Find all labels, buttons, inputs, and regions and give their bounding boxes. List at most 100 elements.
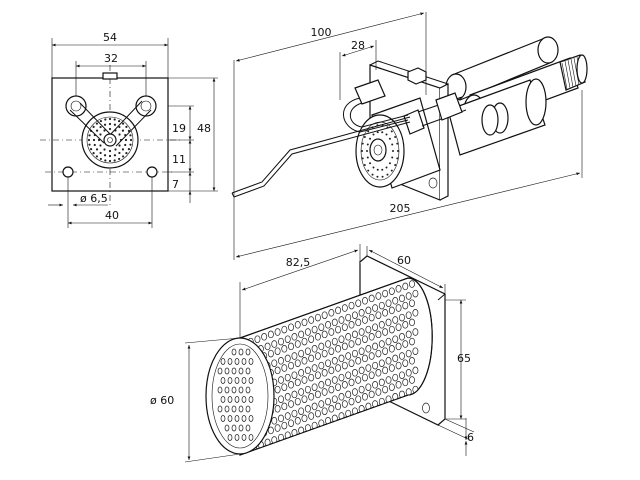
perforation-dot [278,337,284,346]
perforation-dot [224,424,230,432]
dim-flange-height-label: 65 [457,352,471,365]
perforation-dot [369,137,372,140]
perforation-dot [412,328,419,336]
perforation-dot [402,301,409,310]
perforation-dot [118,157,121,161]
perforation-dot [99,119,102,123]
perforation-dot [298,369,305,377]
perforation-dot [231,405,237,413]
dim-upper-label: 19 [172,122,186,135]
perforation-dot [231,348,237,356]
perforation-dot [227,377,233,384]
tube-inner-perforations [217,348,254,441]
perforation-dot [227,434,233,441]
perforation-dot [274,366,281,375]
perforation-dot [369,162,372,165]
perforation-dot [294,417,301,425]
perforation-dot [351,349,358,358]
perforation-dot [301,395,308,403]
perforation-dot [388,287,395,295]
perforation-dot [301,414,308,423]
perforation-dot [345,333,352,341]
perforation-dot [104,159,107,162]
perforation-dot [378,321,385,329]
perforation-dot [395,361,402,370]
perforation-dot [281,421,288,430]
perforation-dot [271,340,278,348]
perforation-dot [245,367,251,375]
top-nut [407,67,427,85]
perforation-dot [308,354,315,363]
perforation-dot [308,373,315,382]
perforation-dot [304,328,311,336]
perforation-dot [348,321,355,329]
perforation-dot [335,383,342,391]
perforation-dot [92,125,95,129]
perforation-dot [314,409,321,418]
perforation-dot [409,280,415,288]
perforation-dot [108,159,112,163]
perforation-dot [358,328,365,336]
perforation-dot [294,378,301,387]
perforation-dot [278,414,284,423]
perforation-dot [331,376,338,384]
perforation-dot [217,367,223,375]
perforation-dot [399,371,405,379]
perforation-dot [345,313,352,322]
perforation-dot [381,131,384,134]
perforation-dot [291,352,298,360]
perforation-dot [367,169,370,172]
perforation-dot [382,385,389,394]
perforation-dot [392,335,399,343]
perforation-dot [375,292,382,300]
right-tube [107,100,152,147]
perforation-dot [365,345,372,353]
perforation-dot [278,357,284,365]
perforation-dot [103,154,107,157]
perforation-dot [321,330,328,339]
perforation-dot [129,138,133,142]
perforation-dot [341,304,348,312]
perforation-dot [294,359,301,367]
perforation-dot [278,395,284,403]
perforation-dot [378,340,385,348]
perforation-dot [338,373,345,382]
dim-28-label: 28 [351,39,365,52]
perforation-dot [121,148,125,151]
perforation-dot [412,347,419,355]
perforation-dot [391,143,394,146]
perforation-dot [311,325,318,334]
perforation-dot [358,385,365,394]
perforation-dot [325,378,331,387]
perforation-dot [365,383,372,391]
perforation-dot [281,364,288,372]
lower-valve-body [447,78,547,156]
tube-opening-outer [205,337,275,455]
perforation-dot [118,119,121,123]
perforation-dot [335,325,342,334]
perforation-dot [298,349,305,358]
perforation-dot [385,376,392,384]
perforation-dot [331,337,338,346]
perforation-dot [118,133,121,136]
perforation-dot [97,138,101,142]
perforation-dot [372,166,375,169]
perforation-dot [335,345,342,353]
perforation-dot [288,342,294,351]
perforation-dot [234,377,240,384]
perforation-dot [261,333,268,341]
perforation-dot [328,366,335,375]
mount-hole-right [146,166,158,178]
perforation-dot [129,134,132,137]
perforation-dot [372,381,379,389]
perforation-dot [108,127,112,131]
perforation-dot [325,359,331,367]
perforation-dot [113,118,116,121]
perforation-dot [392,373,399,382]
perforation-dot [271,417,278,425]
perforation-dot [338,335,345,343]
perforation-dot [348,397,355,406]
perforation-dot [114,148,117,151]
perforation-dot [328,309,335,317]
